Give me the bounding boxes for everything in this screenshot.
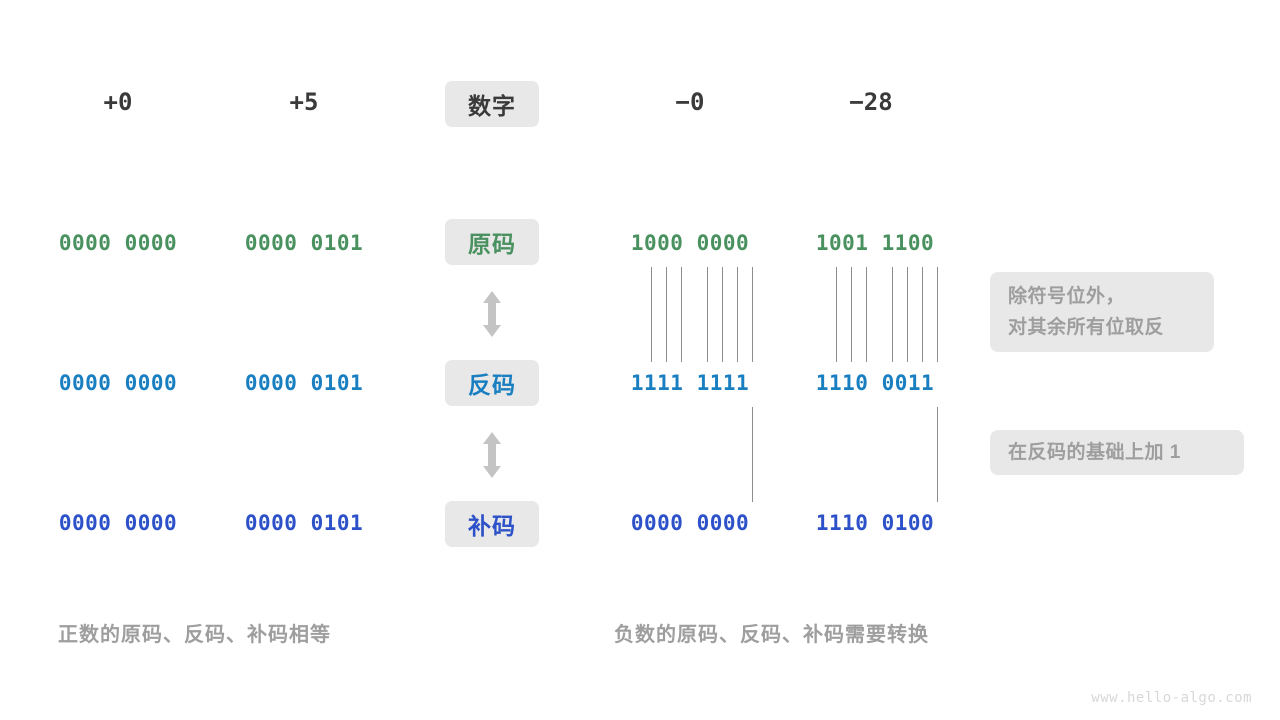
note-add-one: 在反码的基础上加 1 [990, 430, 1244, 475]
connector-line-invert-neg-zero-bit2 [651, 267, 652, 362]
row-label-number-text: 数字 [468, 93, 516, 119]
connector-line-addone-neg-28-lsb [937, 407, 938, 502]
connector-line-invert-neg-zero-bit6 [722, 267, 723, 362]
connector-line-invert-neg-zero-bit7 [737, 267, 738, 362]
connector-line-invert-neg-28-bit4 [866, 267, 867, 362]
cell-ones-complement-neg-zero: 1111 1111 [630, 371, 750, 395]
header-value-neg-28: −28 [849, 88, 893, 116]
connector-line-invert-neg-28-bit7 [922, 267, 923, 362]
cell-twos-complement-pos-zero: 0000 0000 [58, 511, 178, 535]
note-invert-line-1: 除符号位外， [1008, 286, 1126, 307]
row-label-sign-magnitude-text: 原码 [468, 231, 516, 257]
connector-line-invert-neg-zero-bit8 [752, 267, 753, 362]
note-invert-line-2: 对其余所有位取反 [1008, 317, 1165, 338]
cell-ones-complement-pos-five: 0000 0101 [244, 371, 364, 395]
cell-ones-complement-neg-28: 1110 0011 [815, 371, 935, 395]
cell-sign-magnitude-neg-28: 1001 1100 [815, 231, 935, 255]
cell-twos-complement-pos-five: 0000 0101 [244, 511, 364, 535]
caption-positive: 正数的原码、反码、补码相等 [58, 624, 331, 646]
note-add-one-line-1: 在反码的基础上加 1 [1008, 442, 1181, 463]
row-label-ones-complement: 反码 [445, 360, 539, 406]
cell-ones-complement-pos-zero: 0000 0000 [58, 371, 178, 395]
note-invert-except-sign: 除符号位外， 对其余所有位取反 [990, 272, 1214, 352]
connector-line-invert-neg-zero-bit3 [666, 267, 667, 362]
double-arrow-icon-sign-to-ones [479, 291, 505, 342]
row-label-twos-complement-text: 补码 [468, 513, 516, 539]
cell-sign-magnitude-pos-five: 0000 0101 [244, 231, 364, 255]
header-value-neg-zero: −0 [675, 88, 705, 116]
connector-line-invert-neg-28-bit6 [907, 267, 908, 362]
connector-line-invert-neg-zero-bit4 [681, 267, 682, 362]
connector-line-invert-neg-28-bit8 [937, 267, 938, 362]
header-value-pos-zero: +0 [103, 88, 133, 116]
watermark: www.hello-algo.com [1091, 690, 1252, 706]
caption-negative: 负数的原码、反码、补码需要转换 [614, 624, 929, 646]
connector-line-invert-neg-28-bit2 [836, 267, 837, 362]
row-label-ones-complement-text: 反码 [468, 372, 516, 398]
cell-twos-complement-neg-zero: 0000 0000 [630, 511, 750, 535]
cell-twos-complement-neg-28: 1110 0100 [815, 511, 935, 535]
connector-line-addone-neg-zero-lsb [752, 407, 753, 502]
double-arrow-icon-ones-to-twos [479, 432, 505, 483]
cell-sign-magnitude-pos-zero: 0000 0000 [58, 231, 178, 255]
connector-line-invert-neg-28-bit3 [851, 267, 852, 362]
row-label-twos-complement: 补码 [445, 501, 539, 547]
row-label-number: 数字 [445, 81, 539, 127]
cell-sign-magnitude-neg-zero: 1000 0000 [630, 231, 750, 255]
connector-line-invert-neg-zero-bit5 [707, 267, 708, 362]
connector-line-invert-neg-28-bit5 [892, 267, 893, 362]
header-value-pos-five: +5 [289, 88, 319, 116]
row-label-sign-magnitude: 原码 [445, 219, 539, 265]
